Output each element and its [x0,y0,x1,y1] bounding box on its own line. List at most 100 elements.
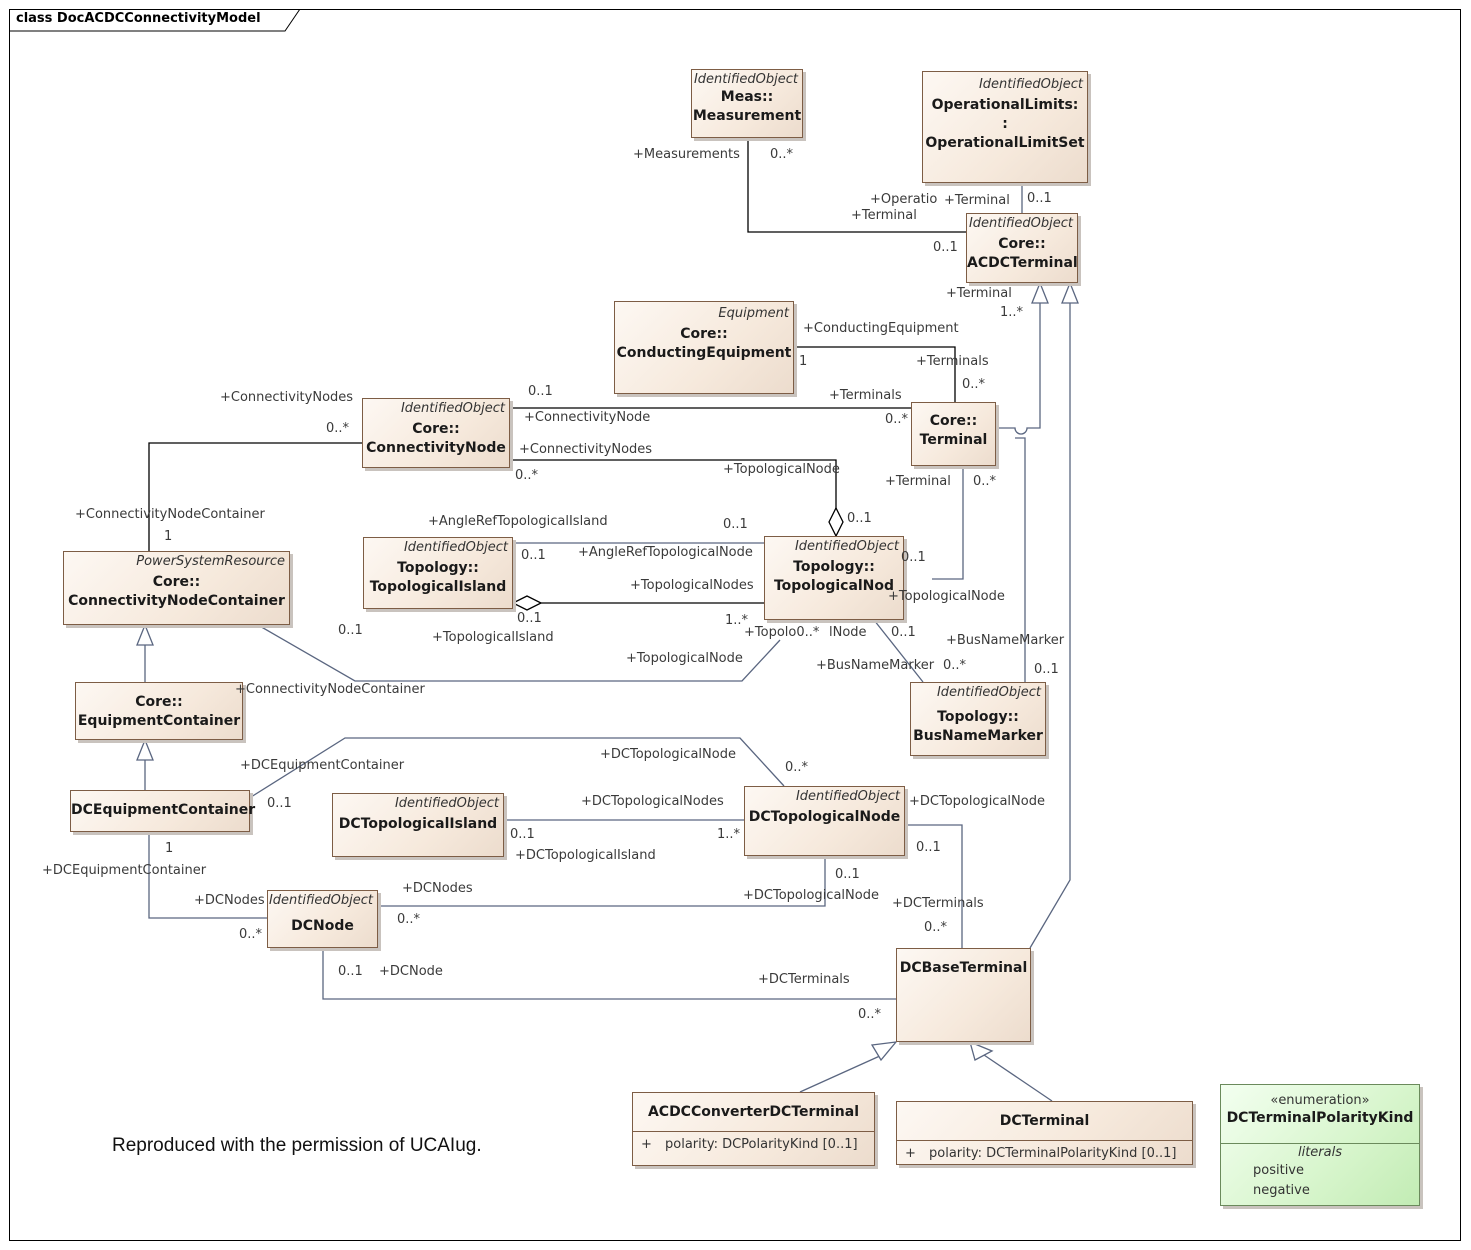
class-name-line: OperationalLimits: [931,97,1079,113]
stereotype-label: IdentifiedObject [794,539,899,554]
role-label: +Terminal [946,286,1012,301]
stereotype-label: IdentifiedObject [693,72,798,87]
role-label: +ConnectivityNodeContainer [75,507,265,522]
assoc-topologicalnode-busnamemarker [873,619,924,683]
diagram-frame [9,9,1461,1241]
assoc-dcequipmentcontainer-dctopologicalnode [250,737,785,798]
gen-arrow-dcbaseterminal-1 [870,1041,898,1062]
class-name-line: DCTerminalPolarityKind [1226,1110,1414,1126]
multiplicity-label: 0..1 [933,240,958,255]
class-name-line: ConnectivityNode [366,440,506,456]
attribute-polarity: polarity: DCTerminalPolarityKind [0..1] [929,1146,1177,1161]
role-label: +DCEquipmentContainer [42,863,207,878]
assoc-busnamemarker-acdcterminal [1015,437,1026,682]
class-name-line: : [1002,116,1008,132]
stereotype-label: Equipment [718,306,789,321]
role-label: +Terminals [916,354,989,369]
class-connectivity-node[interactable]: IdentifiedObject Core:: ConnectivityNode [362,398,510,468]
gen-arrow-equipmentcontainer [136,738,154,761]
multiplicity-label: 0..1 [723,517,748,532]
compartment-separator [633,1131,874,1132]
multiplicity-label: 0..1 [267,796,292,811]
assoc-dcnode-dctopologicalnode [378,856,826,907]
class-name-line: TopologicalNod [773,578,895,594]
class-name-line: Core:: [929,413,978,429]
class-acdc-terminal[interactable]: IdentifiedObject Core:: ACDCTerminal [966,213,1078,283]
attribute-visibility: + [905,1146,916,1161]
role-label: +DCNodes [402,881,473,896]
class-dc-topological-island[interactable]: IdentifiedObject DCTopologicalIsland [332,793,504,857]
multiplicity-label: 0..1 [338,623,363,638]
stereotype-label: PowerSystemResource [136,554,285,569]
multiplicity-label: 0..* [397,912,421,927]
attribute-visibility: + [641,1137,652,1152]
role-label: +AngleRefTopologicalIsland [428,514,608,529]
assoc-dcnode-dcbaseterminal [322,948,896,1000]
class-name-line: ConductingEquipment [616,345,792,361]
role-label: +Terminal [851,208,917,223]
assoc-dcequipmentcontainer-dcnode [148,832,267,919]
class-connectivity-node-container[interactable]: PowerSystemResource Core:: ConnectivityN… [63,551,290,625]
literal-item: positive [1253,1163,1304,1178]
diagram-title: class DocACDCConnectivityModel [16,11,261,26]
class-name-line: DCBaseTerminal [899,960,1028,976]
multiplicity-label: 0..* [515,468,539,483]
frame-tab-shape [9,9,301,32]
multiplicity-label: 0..* [885,412,909,427]
class-name-line: Terminal [919,432,988,448]
gen-arrow-acdcterminal-2 [1061,281,1079,304]
multiplicity-label: 0..1 [338,964,363,979]
class-dc-node[interactable]: IdentifiedObject DCNode [267,890,378,948]
compartment-separator [897,1140,1192,1141]
role-label: +Terminals [829,388,902,403]
class-operational-limit-set[interactable]: IdentifiedObject OperationalLimits: : Op… [922,71,1088,183]
role-label: +DCTopologicalNode [909,794,1045,809]
class-name-line: Core:: [135,694,183,710]
role-label: +DCNodes [194,893,265,908]
role-label: +AngleRefTopologicalNode [578,545,753,560]
class-name-line: ACDCConverterDCTerminal [647,1104,860,1120]
multiplicity-label: 0..* [858,1007,882,1022]
stereotype-label: IdentifiedObject [978,77,1083,92]
class-conducting-equipment[interactable]: Equipment Core:: ConductingEquipment [614,301,794,394]
class-name-line: Meas:: [720,89,774,105]
multiplicity-label: 1..* [725,613,749,628]
role-label: +ConductingEquipment [803,321,959,336]
class-equipment-container[interactable]: Core:: EquipmentContainer [75,682,243,740]
class-terminal[interactable]: Core:: Terminal [911,402,996,466]
role-label: +DCTerminals [758,972,850,987]
class-dc-base-terminal[interactable]: DCBaseTerminal [896,948,1031,1042]
role-label: +DCTopologicalNode [743,888,879,903]
class-topological-node[interactable]: IdentifiedObject Topology:: TopologicalN… [764,536,904,620]
role-label: +DCEquipmentContainer [240,758,405,773]
class-bus-name-marker[interactable]: IdentifiedObject Topology:: BusNameMarke… [910,682,1046,756]
class-measurement[interactable]: IdentifiedObject Meas:: Measurement [691,69,803,138]
assoc-measurement-acdcterminal [747,138,966,233]
role-label: +TopologicalNode [888,589,1005,604]
compartment-separator [1221,1143,1419,1144]
class-name-line: OperationalLimitSet [925,135,1085,151]
multiplicity-label: 1 [164,529,173,544]
role-label: +DCTopologicalNode [600,747,736,762]
class-name-line: Core:: [152,574,201,590]
class-topological-island[interactable]: IdentifiedObject Topology:: TopologicalI… [363,537,513,609]
class-name-line: Core:: [680,326,728,342]
role-label: +TopologicalNode [723,462,840,477]
class-name-line: DCTerminal [999,1113,1090,1129]
class-dc-equipment-container[interactable]: DCEquipmentContainer [70,790,255,832]
class-dc-topological-node[interactable]: IdentifiedObject DCTopologicalNode [744,786,905,856]
class-dc-terminal[interactable]: DCTerminal + polarity: DCTerminalPolarit… [896,1101,1193,1165]
class-name-line: DCTopologicalIsland [338,816,498,832]
enum-dc-terminal-polarity-kind[interactable]: «enumeration» DCTerminalPolarityKind lit… [1220,1084,1420,1206]
role-label: +DCTerminals [892,896,984,911]
multiplicity-label: 0..* [326,421,350,436]
multiplicity-label: 0..* [770,147,794,162]
generalization-terminal-acdcterminal [996,302,1041,435]
multiplicity-label: 0..1 [891,625,916,640]
multiplicity-label: 0..1 [510,827,535,842]
class-name-line: Measurement [692,108,802,124]
role-label: lNode [829,625,867,640]
class-acdc-converter-dc-terminal[interactable]: ACDCConverterDCTerminal + polarity: DCPo… [632,1092,875,1166]
role-label: +Terminal [944,193,1010,208]
